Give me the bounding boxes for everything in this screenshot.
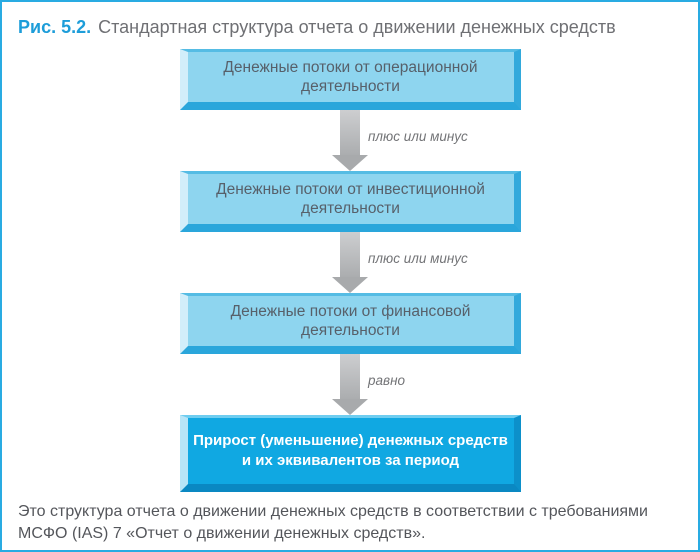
figure-caption-header: Рис. 5.2. Стандартная структура отчета о … bbox=[2, 2, 698, 38]
figure-number-label: Рис. 5.2. bbox=[18, 17, 92, 37]
flow-box-financing-label: Денежные потоки от финансовой деятельнос… bbox=[230, 303, 471, 339]
figure-footnote: Это структура отчета о движении денежных… bbox=[18, 501, 682, 545]
connector-1: плюс или минус bbox=[180, 110, 521, 171]
flow-box-net-change-label: Прирост (уменьшение) денежных средств и … bbox=[193, 432, 508, 469]
figure-title: Стандартная структура отчета о движении … bbox=[98, 17, 616, 37]
arrow-down-icon bbox=[332, 232, 368, 293]
connector-2: плюс или минус bbox=[180, 232, 521, 293]
flow-box-financing: Денежные потоки от финансовой деятельнос… bbox=[179, 293, 521, 354]
arrow-down-icon bbox=[332, 110, 368, 171]
flow-box-investing-label: Денежные потоки от инвестиционной деятел… bbox=[216, 181, 485, 217]
flow-box-operating: Денежные потоки от операционной деятельн… bbox=[179, 49, 521, 110]
flow-box-net-change: Прирост (уменьшение) денежных средств и … bbox=[179, 415, 521, 492]
flow-box-investing: Денежные потоки от инвестиционной деятел… bbox=[179, 171, 521, 232]
connector-2-label: плюс или минус bbox=[368, 251, 468, 266]
connector-3: равно bbox=[180, 354, 521, 415]
connector-1-label: плюс или минус bbox=[368, 129, 468, 144]
connector-3-label: равно bbox=[368, 373, 405, 388]
arrow-down-icon bbox=[332, 354, 368, 415]
footnote-line-2: МСФО (IAS) 7 «Отчет о движении денежных … bbox=[18, 525, 426, 542]
flow-box-operating-label: Денежные потоки от операционной деятельн… bbox=[223, 59, 478, 95]
footnote-line-1: Это структура отчета о движении денежных… bbox=[18, 503, 648, 520]
cash-flow-diagram: Денежные потоки от операционной деятельн… bbox=[179, 49, 521, 492]
